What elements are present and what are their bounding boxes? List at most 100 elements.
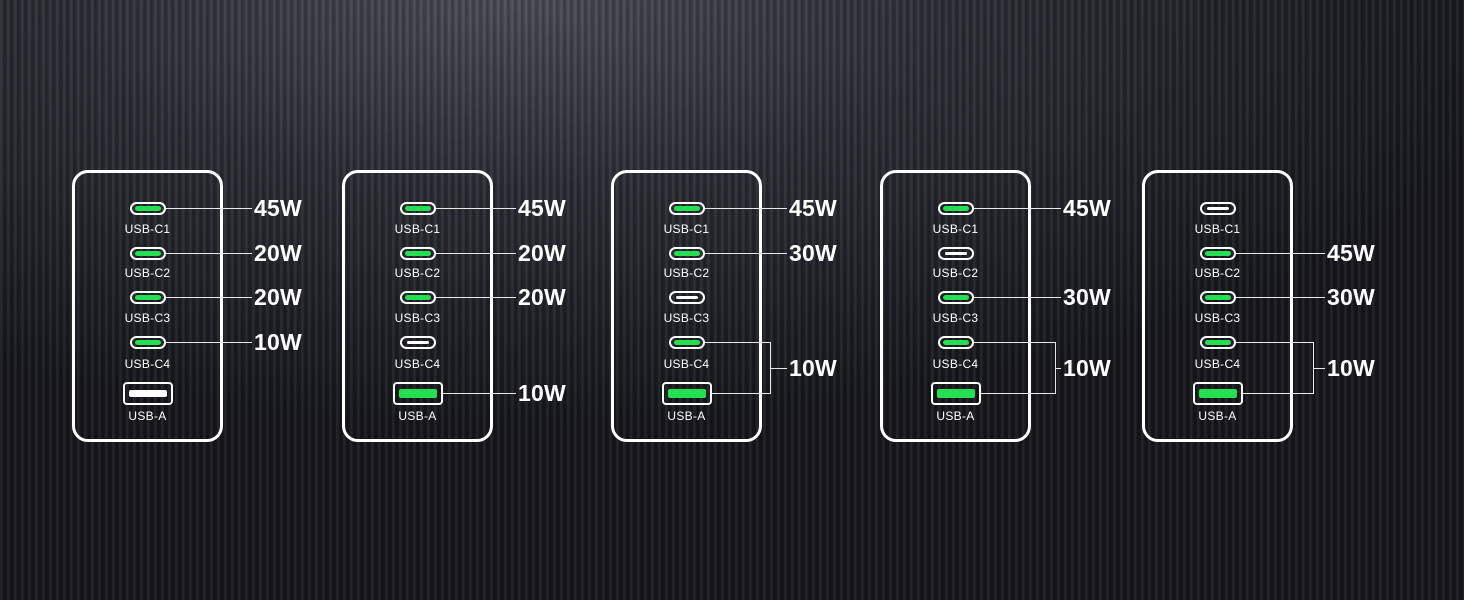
usb-a-port-icon [392, 381, 443, 405]
usb-c-port-icon [937, 335, 974, 349]
output-wattage: 20W [518, 240, 566, 266]
usb-c-port-icon [399, 335, 436, 349]
port-label: USB-C1 [1194, 222, 1241, 236]
port-active-indicator [667, 388, 706, 398]
usb-a-port-icon [930, 381, 981, 405]
usb-c-port-icon [129, 290, 166, 304]
port-label: USB-C1 [394, 222, 441, 236]
port-active-indicator [942, 294, 969, 300]
charger-panel [1142, 170, 1293, 442]
port-label: USB-C1 [124, 222, 171, 236]
port-label: USB-A [128, 409, 167, 423]
port-label: USB-C4 [394, 357, 441, 371]
output-wattage: 45W [1063, 195, 1111, 221]
usb-c-port-icon [1199, 201, 1236, 215]
connector-line [1055, 368, 1061, 369]
connector-line [435, 297, 516, 298]
connector-line [1242, 393, 1313, 394]
port-label: USB-C3 [1194, 311, 1241, 325]
port-active-indicator [404, 294, 431, 300]
port-label: USB-A [936, 409, 975, 423]
output-wattage: 10W [1327, 355, 1375, 381]
port-label: USB-C2 [932, 266, 979, 280]
connector-line [973, 297, 1061, 298]
port-active-indicator [134, 250, 161, 256]
output-wattage: 45W [789, 195, 837, 221]
port-active-indicator [936, 388, 975, 398]
port-active-indicator [673, 339, 700, 345]
port-active-indicator [404, 250, 431, 256]
connector-line [165, 253, 252, 254]
port-label: USB-A [1198, 409, 1237, 423]
usb-c-port-icon [668, 201, 705, 215]
port-active-indicator [1204, 294, 1231, 300]
port-active-indicator [134, 205, 161, 211]
usb-a-port-icon [122, 381, 173, 405]
usb-c-port-icon [399, 290, 436, 304]
usb-a-port-icon [1192, 381, 1243, 405]
port-active-indicator [1204, 339, 1231, 345]
usb-c-port-icon [1199, 335, 1236, 349]
port-slot [128, 389, 167, 397]
port-label: USB-C3 [932, 311, 979, 325]
output-wattage: 10W [1063, 355, 1111, 381]
port-active-indicator [404, 205, 431, 211]
usb-c-port-icon [937, 201, 974, 215]
port-active-indicator [673, 205, 700, 211]
port-slot [1206, 206, 1229, 210]
connector-line [165, 208, 252, 209]
port-label: USB-A [667, 409, 706, 423]
port-active-indicator [942, 339, 969, 345]
usb-a-port-icon [661, 381, 712, 405]
connector-line [973, 208, 1061, 209]
charger-panel [72, 170, 223, 442]
charger-panel [342, 170, 493, 442]
port-label: USB-C3 [124, 311, 171, 325]
connector-line [704, 342, 770, 343]
port-active-indicator [134, 294, 161, 300]
port-label: USB-C3 [663, 311, 710, 325]
output-wattage: 20W [254, 284, 302, 310]
output-wattage: 20W [518, 284, 566, 310]
port-label: USB-C4 [663, 357, 710, 371]
output-wattage: 30W [1327, 284, 1375, 310]
port-active-indicator [942, 205, 969, 211]
output-wattage: 10W [789, 355, 837, 381]
output-wattage: 20W [254, 240, 302, 266]
port-label: USB-C4 [1194, 357, 1241, 371]
connector-line [973, 342, 1055, 343]
port-label: USB-A [398, 409, 437, 423]
connector-line [1235, 253, 1325, 254]
connector-line [435, 208, 516, 209]
usb-c-port-icon [129, 335, 166, 349]
connector-line [770, 368, 787, 369]
port-active-indicator [1204, 250, 1231, 256]
usb-c-port-icon [399, 246, 436, 260]
port-label: USB-C1 [932, 222, 979, 236]
connector-line [1235, 297, 1325, 298]
connector-line [704, 253, 787, 254]
port-label: USB-C2 [663, 266, 710, 280]
usb-c-port-icon [1199, 290, 1236, 304]
connector-line [442, 393, 516, 394]
charger-panel [611, 170, 762, 442]
output-wattage: 30W [1063, 284, 1111, 310]
connector-line [165, 297, 252, 298]
port-label: USB-C2 [394, 266, 441, 280]
port-label: USB-C3 [394, 311, 441, 325]
connector-line [1313, 368, 1325, 369]
output-wattage: 45W [518, 195, 566, 221]
connector-line [711, 393, 770, 394]
port-slot [406, 340, 429, 344]
port-active-indicator [673, 250, 700, 256]
port-slot [944, 251, 967, 255]
port-label: USB-C4 [124, 357, 171, 371]
connector-line [165, 342, 252, 343]
usb-c-port-icon [937, 290, 974, 304]
connector-line [980, 393, 1055, 394]
port-active-indicator [1198, 388, 1237, 398]
output-wattage: 45W [1327, 240, 1375, 266]
port-slot [675, 295, 698, 299]
output-wattage: 10W [518, 380, 566, 406]
